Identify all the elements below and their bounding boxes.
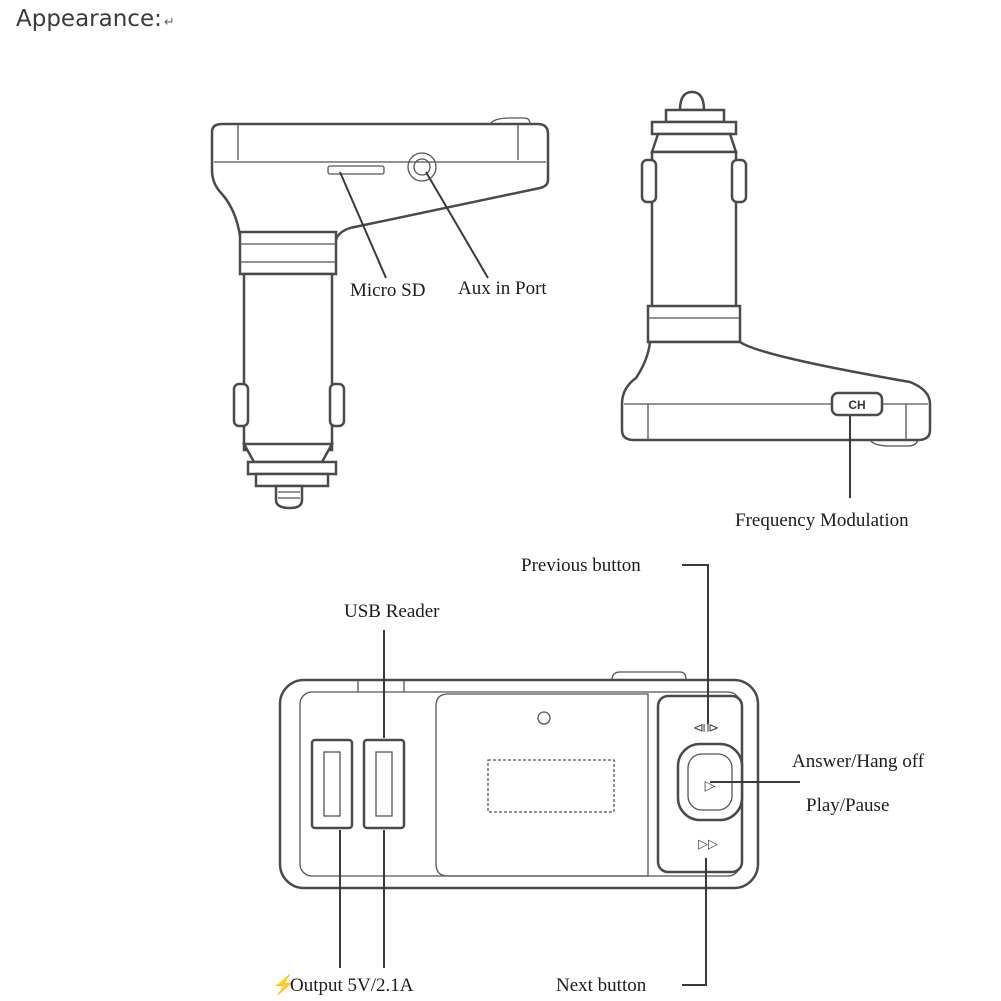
micro-sd-leader bbox=[339, 171, 387, 279]
previous-leader bbox=[682, 564, 709, 724]
answer-hang-off-label: Answer/Hang off bbox=[792, 751, 925, 772]
aux-port-leader bbox=[425, 171, 489, 279]
micro-sd-label: Micro SD bbox=[350, 280, 425, 301]
play-pause-icon: ▷ bbox=[705, 778, 716, 794]
paragraph-mark: ↵ bbox=[163, 15, 175, 30]
heading-text: Appearance: bbox=[16, 6, 162, 32]
output-label: Output 5V/2.1A bbox=[290, 975, 414, 996]
next-icon: ▷▷ bbox=[698, 837, 718, 852]
micro-sd-slot bbox=[327, 165, 385, 175]
next-leader bbox=[682, 858, 707, 986]
previous-icon: ⧏⧐ bbox=[693, 721, 719, 736]
page-heading: Appearance:↵ bbox=[16, 6, 175, 32]
aux-in-port-label: Aux in Port bbox=[458, 278, 547, 299]
usb-reader-label: USB Reader bbox=[344, 601, 440, 622]
lcd-display bbox=[487, 759, 615, 813]
frequency-modulation-label: Frequency Modulation bbox=[735, 510, 909, 531]
indicator-led bbox=[537, 711, 551, 725]
side-view-device bbox=[210, 117, 550, 510]
next-button-label: Next button bbox=[556, 975, 647, 996]
play-pause-label: Play/Pause bbox=[806, 795, 889, 816]
ch-button-label: CH bbox=[848, 398, 865, 412]
ch-button bbox=[830, 391, 884, 417]
previous-button-label: Previous button bbox=[521, 555, 641, 576]
usb-port-output bbox=[310, 738, 354, 830]
aux-port bbox=[407, 152, 437, 182]
top-view-device: ⧏⧐ ▷ ▷▷ bbox=[278, 671, 760, 890]
rear-view-device: CH bbox=[620, 90, 932, 447]
bolt-icon: ⚡ bbox=[272, 973, 296, 996]
usb-port-reader bbox=[362, 738, 406, 830]
